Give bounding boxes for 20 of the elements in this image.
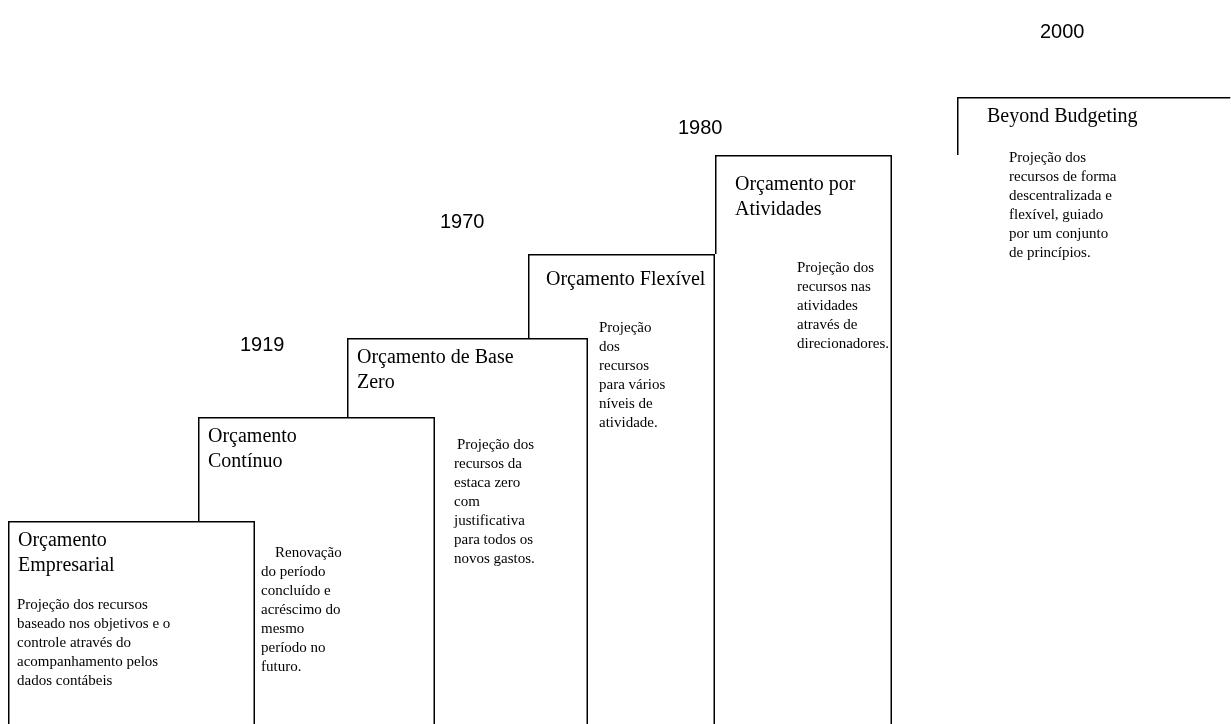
- box-description: Projeção dos recursos baseado nos objetivos e o controle através do acompanhamento pelos dados contábeis: [17, 595, 172, 690]
- stair-box: [715, 155, 892, 724]
- box-heading: Beyond Budgeting: [987, 103, 1139, 128]
- box-description: Projeção dos recursos da estaca zero com justificativa para todos os novos gastos.: [454, 435, 536, 568]
- year-label: 1970: [440, 210, 485, 233]
- box-heading: Orçamento de Base Zero: [357, 344, 515, 394]
- stair-box: [198, 417, 435, 724]
- box-heading: Orçamento Empresarial: [18, 527, 116, 577]
- box-description: Renovação do período concluído e acréscimo do mesmo período no futuro.: [261, 543, 343, 676]
- year-label: 1919: [240, 333, 285, 356]
- year-label: 2000: [1040, 20, 1085, 43]
- box-description: Projeção dos recursos de forma descentralizada e flexível, guiado por um conjunto de princípios.: [1009, 148, 1118, 262]
- stair-box: [347, 338, 588, 724]
- year-label: 1980: [678, 116, 723, 139]
- stair-box: [8, 521, 255, 724]
- box-description: Projeção dos recursos nas atividades através de direcionadores.: [797, 258, 887, 353]
- box-heading: Orçamento por Atividades: [735, 171, 857, 221]
- box-heading: Orçamento Contínuo: [208, 423, 298, 473]
- box-description: Projeção dos recursos para vários níveis de atividade.: [599, 318, 667, 432]
- box-heading: Orçamento Flexível: [546, 266, 707, 291]
